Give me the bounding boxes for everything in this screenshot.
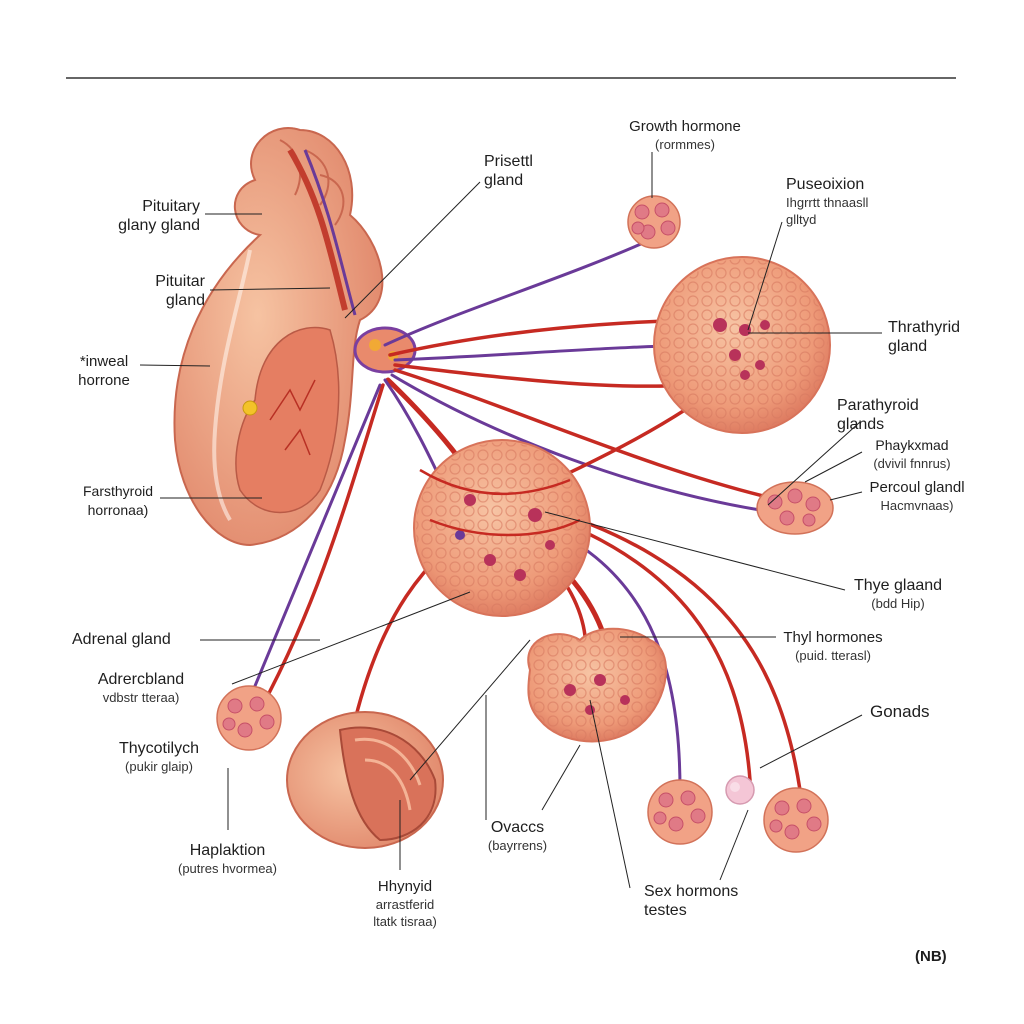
label-thye-glaand: Thye glaand (bdd Hip) <box>848 576 948 612</box>
label-line: gland <box>165 292 205 309</box>
label-line: Pituitary <box>142 198 200 215</box>
label-line: Pituitar <box>155 273 205 290</box>
label-line: gland <box>888 338 928 355</box>
label-subline: (puid. tterasl) <box>795 648 871 663</box>
label-line: Thye glaand <box>853 577 943 594</box>
label-subline: ltatk tisraa) <box>373 914 437 929</box>
label-adrenal-gland: Adrenal gland <box>72 631 171 648</box>
label-line: Phaykxmad <box>875 437 949 453</box>
label-line: Sex hormons <box>644 883 739 900</box>
label-growth-hormone: Growth hormone (rormmes) <box>610 117 760 153</box>
label-ovaccs: Ovaccs (bayrrens) <box>470 818 565 854</box>
label-line: Growth hormone <box>629 118 741 135</box>
cross-section-organ <box>286 711 444 849</box>
label-line: *inweal <box>79 353 129 370</box>
label-subline: (bayrrens) <box>487 838 548 853</box>
label-line: horrone <box>78 372 130 389</box>
cluster-parathyroid <box>756 481 834 535</box>
corner-mark: (NB) <box>915 948 947 965</box>
label-farsthyroid: Farsthyroid horronaa) <box>58 482 178 520</box>
label-subline: (bdd Hip) <box>871 596 925 611</box>
leader-lines <box>139 152 882 889</box>
label-line: Adrercbland <box>97 671 185 688</box>
label-thrathyrid: Thrathyrid gland <box>888 318 960 356</box>
label-hhynyid: Hhynyid arrastferid ltatk tisraa) <box>350 877 460 930</box>
label-line: Ovaccs <box>490 819 545 836</box>
cluster-testes <box>763 787 829 853</box>
label-line: Hhynyid <box>377 878 433 895</box>
label-line: Prisettl <box>484 153 533 170</box>
label-line: Puseoixion <box>786 176 865 193</box>
label-haplaktion: Haplaktion (putres hvormea) <box>155 841 300 877</box>
label-phaykxmad: Phaykxmad (dvivil fnnrus) <box>862 436 962 472</box>
label-thyl-hormones: Thyl hormones (puid. tterasl) <box>778 628 888 664</box>
label-adrercbland: Adrercbland vdbstr tteraa) <box>80 670 202 706</box>
label-line: Thrathyrid <box>888 319 961 336</box>
label-line: Thyl hormones <box>783 629 883 646</box>
label-subline: Ihgrrtt thnaasll <box>786 195 869 210</box>
label-pituitary-glany: Pituitary glany gland <box>70 197 200 235</box>
label-line: Farsthyroid <box>82 483 154 499</box>
cluster-adrenal <box>216 685 282 751</box>
label-line: glany gland <box>118 217 200 234</box>
label-pituitar: Pituitar gland <box>90 272 205 310</box>
label-line: glands <box>837 416 885 433</box>
thyroid-organ <box>653 256 831 434</box>
label-line: Percoul glandl <box>869 479 965 496</box>
label-sex-hormons: Sex hormons testes <box>644 882 738 920</box>
cluster-ovary <box>647 779 713 845</box>
label-subline: arrastferid <box>375 897 435 912</box>
label-line: testes <box>644 902 687 919</box>
pituitary-organ <box>173 127 417 547</box>
label-subline: vdbstr tteraa) <box>102 690 180 705</box>
label-subline: Hacmvnaas) <box>880 498 954 513</box>
label-puseoixion: Puseoixion Ihgrrtt thnaasll glltyd <box>786 175 868 228</box>
label-line: Thycotilych <box>118 740 200 757</box>
lower-organ <box>527 627 667 743</box>
label-line: Parathyroid <box>837 397 919 414</box>
label-prisettl: Prisettl gland <box>484 152 533 190</box>
label-line: horronaa) <box>87 502 149 518</box>
label-percoul: Percoul glandl Hacmvnaas) <box>862 478 972 514</box>
label-thycotilych: Thycotilych (pukir glaip) <box>104 739 214 775</box>
label-gonads: Gonads <box>870 702 930 721</box>
cluster-growth <box>627 195 681 249</box>
label-parathyroid: Parathyroid glands <box>837 396 919 434</box>
central-organ <box>413 439 591 617</box>
label-line: Haplaktion <box>189 842 266 859</box>
label-inweal: *inweal horrone <box>60 352 148 390</box>
label-subline: glltyd <box>786 212 817 227</box>
label-subline: (pukir glaip) <box>125 759 193 774</box>
label-subline: (putres hvormea) <box>178 861 277 876</box>
label-subline: (dvivil fnnrus) <box>873 456 951 471</box>
label-line: gland <box>484 172 524 189</box>
label-subline: (rormmes) <box>655 137 715 152</box>
pale-nodule <box>725 775 755 805</box>
